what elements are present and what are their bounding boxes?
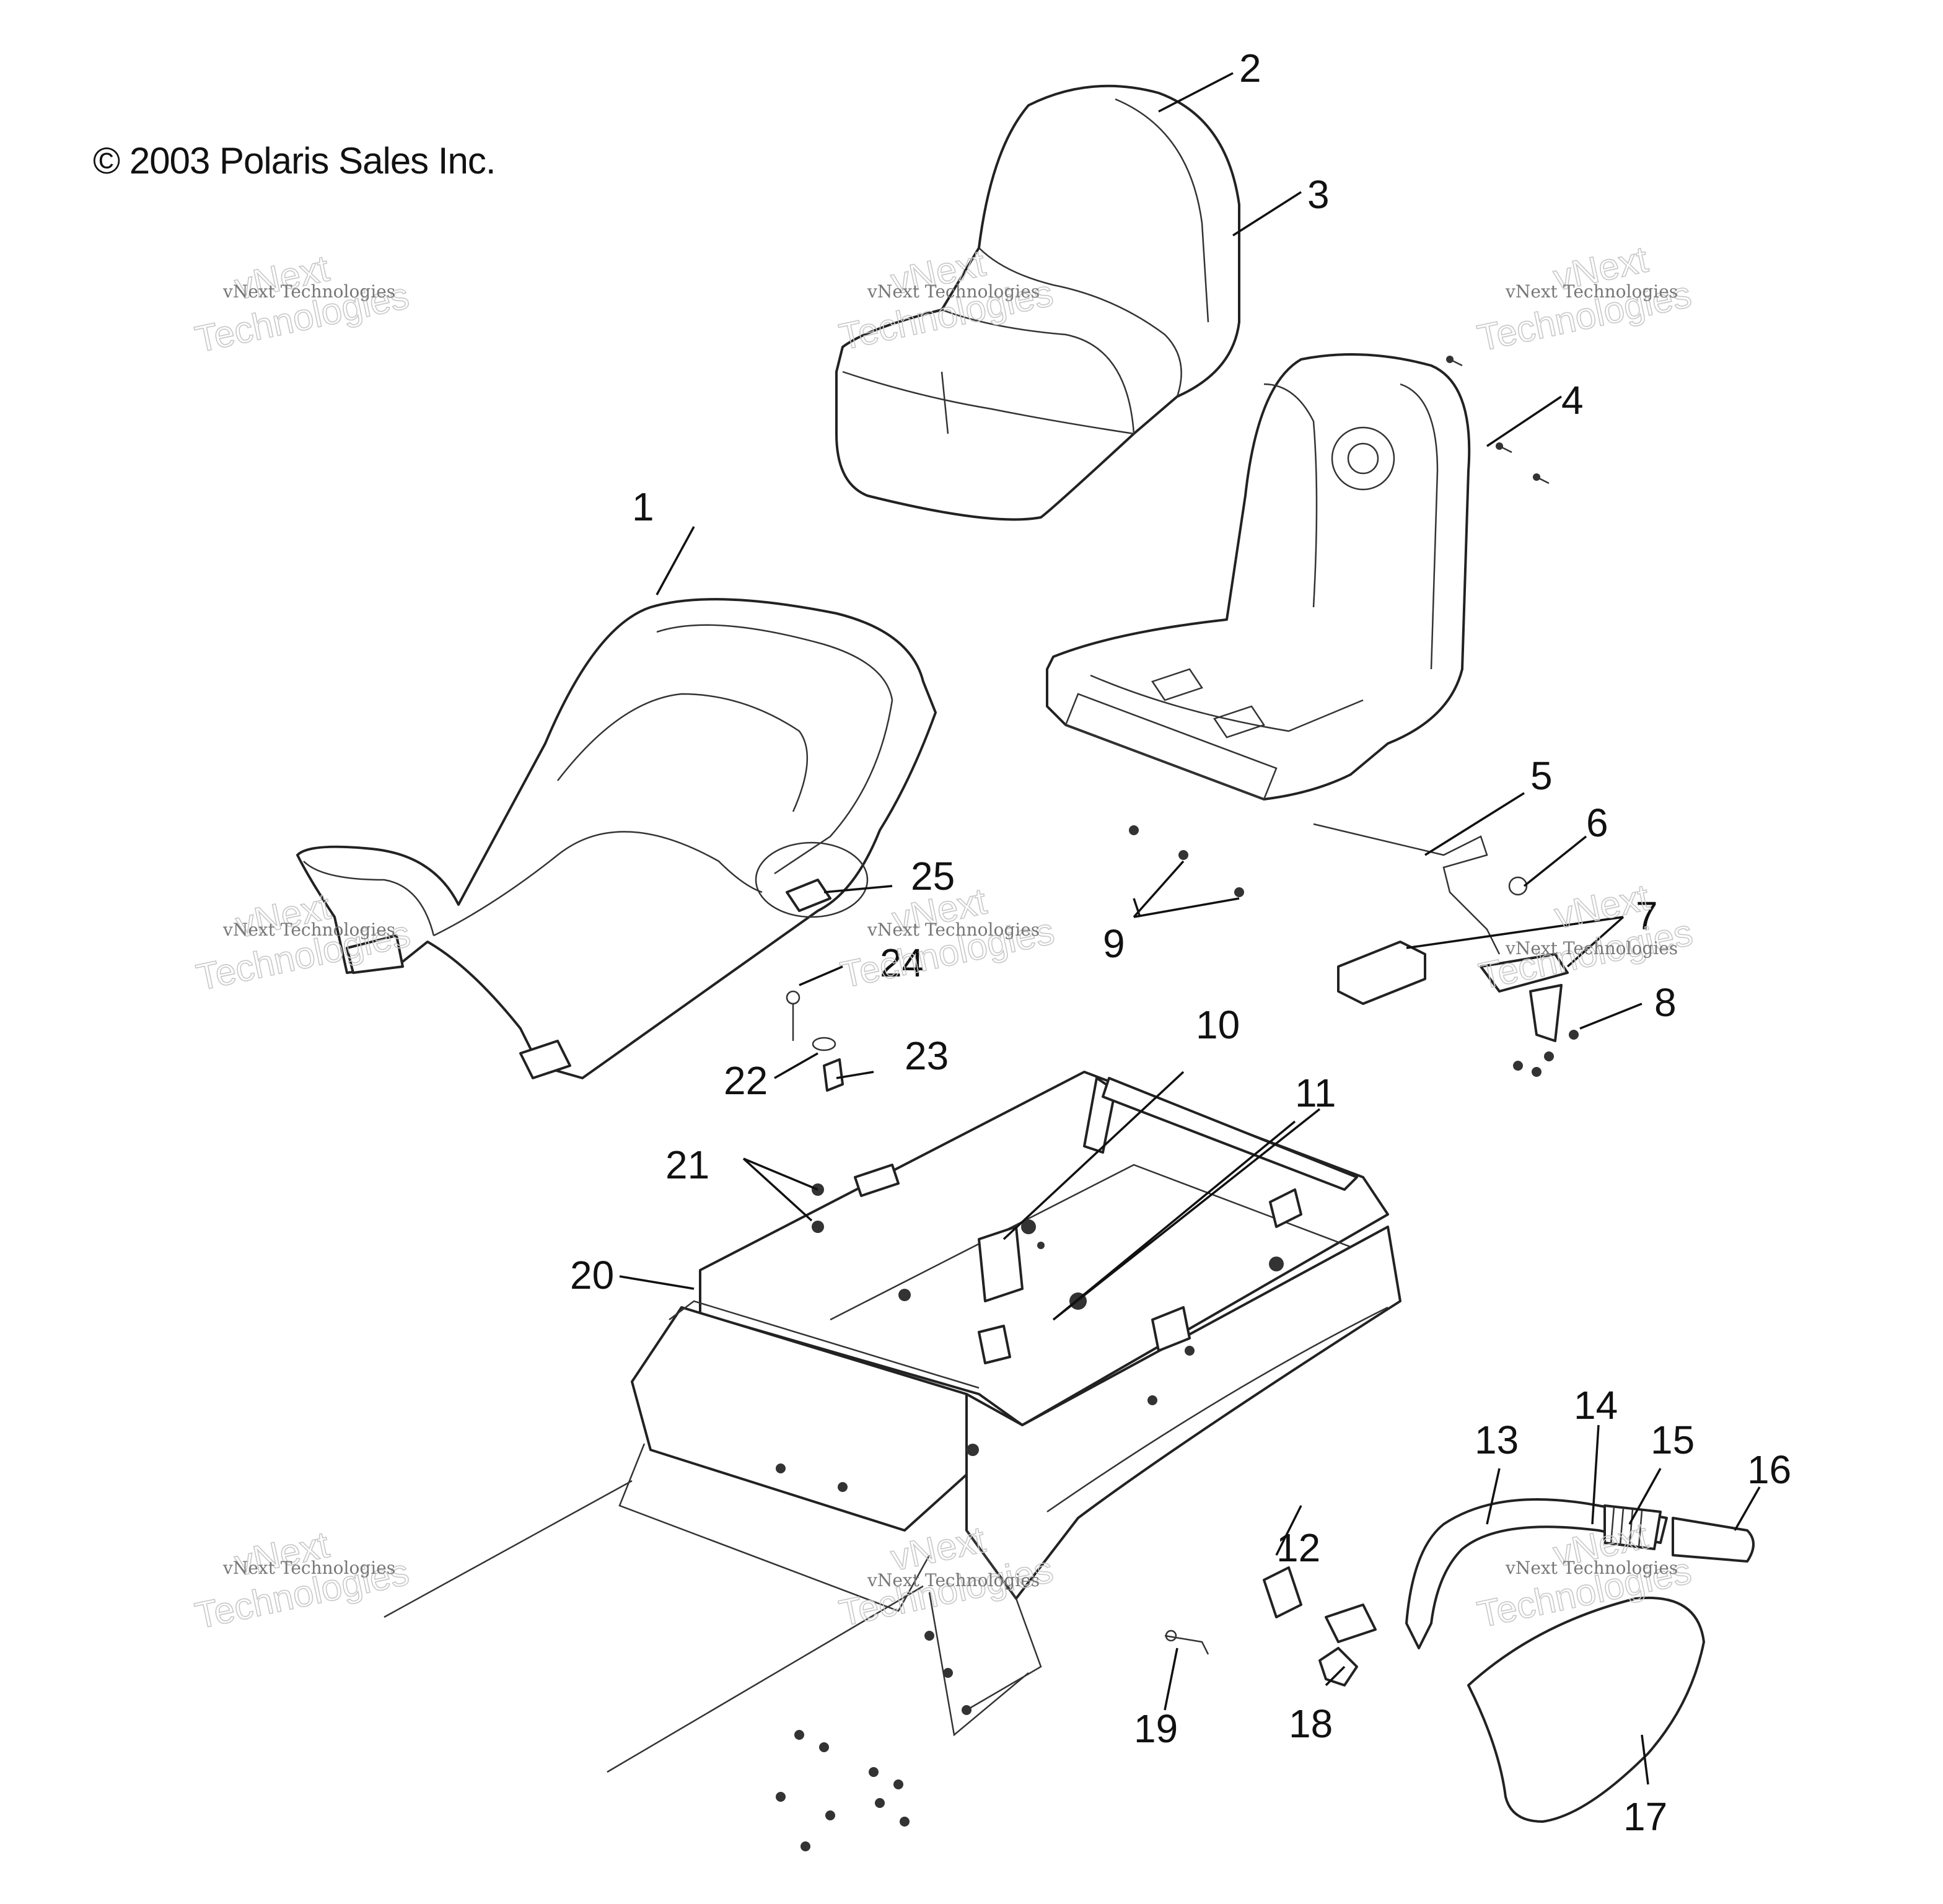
callout-19: 19 — [1134, 1706, 1178, 1751]
callout-4: 4 — [1561, 378, 1584, 423]
callout-labels: 1 2 3 4 5 6 7 8 9 10 11 12 13 14 15 16 1… — [570, 46, 1791, 1839]
callout-20: 20 — [570, 1253, 614, 1297]
watermark-small-6: vNext Technologies — [1505, 938, 1678, 959]
grab-handle-assembly — [1164, 1498, 1755, 1687]
leader-lines — [619, 72, 1761, 1785]
callout-5: 5 — [1530, 753, 1553, 798]
watermark-small-4: vNext Technologies — [222, 919, 395, 940]
watermark-small-8: vNext Technologies — [867, 1570, 1040, 1590]
callout-10: 10 — [1196, 1002, 1240, 1047]
watermark-small-1: vNext Technologies — [222, 281, 395, 302]
hardware-screws-4 — [1446, 356, 1550, 485]
callout-25: 25 — [911, 854, 955, 898]
backrest-seat-cushion — [835, 84, 1240, 521]
callout-6: 6 — [1586, 801, 1608, 845]
callout-24: 24 — [880, 941, 924, 985]
callout-17: 17 — [1623, 1794, 1667, 1839]
chassis-tunnel — [384, 1071, 1401, 1851]
callout-7: 7 — [1636, 893, 1658, 938]
watermark-small-7: vNext Technologies — [222, 1558, 395, 1578]
watermark-small-3: vNext Technologies — [1505, 281, 1678, 302]
seat-base-shell — [1046, 353, 1471, 801]
callout-13: 13 — [1475, 1418, 1519, 1462]
watermark-small-5: vNext Technologies — [867, 919, 1040, 940]
callout-3: 3 — [1307, 172, 1330, 217]
callout-23: 23 — [905, 1033, 949, 1078]
callout-9: 9 — [1103, 921, 1125, 966]
callout-14: 14 — [1574, 1383, 1618, 1428]
callout-15: 15 — [1651, 1418, 1695, 1462]
callout-1: 1 — [632, 485, 654, 529]
callout-12: 12 — [1276, 1525, 1320, 1570]
callout-11: 11 — [1295, 1071, 1336, 1115]
small-fasteners-22-24 — [786, 990, 844, 1092]
watermark-small-9: vNext Technologies — [1505, 1558, 1678, 1578]
watermark-small-2: vNext Technologies — [867, 281, 1040, 302]
callout-18: 18 — [1289, 1701, 1333, 1746]
callout-8: 8 — [1654, 980, 1677, 1025]
callout-21: 21 — [665, 1143, 709, 1187]
handle-pad-17 — [1467, 1596, 1705, 1823]
callout-16: 16 — [1747, 1447, 1791, 1492]
copyright-notice: © 2003 Polaris Sales Inc. — [93, 140, 496, 182]
callout-22: 22 — [724, 1058, 768, 1103]
latch-assembly — [1129, 823, 1579, 1077]
callout-2: 2 — [1239, 46, 1261, 90]
main-seat — [296, 598, 937, 1079]
